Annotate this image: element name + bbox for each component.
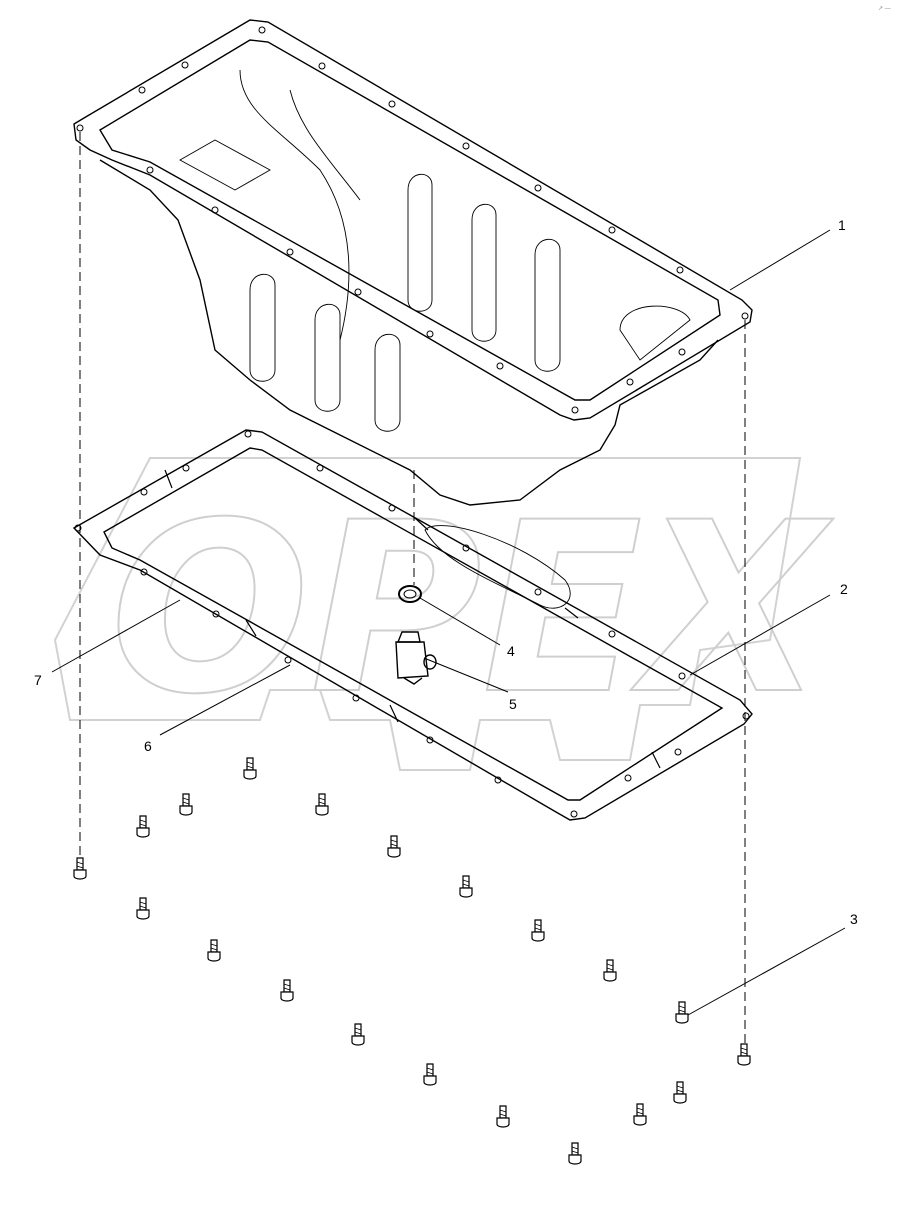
bolt <box>136 815 150 838</box>
callout-7: 7 <box>34 672 42 688</box>
bolt <box>351 1023 365 1046</box>
oil-pan-rib-3 <box>374 333 401 432</box>
oil-pan-flange-outer <box>73 19 753 421</box>
gasket-outer <box>72 429 753 821</box>
oil-pan-bolt-holes <box>76 26 749 414</box>
callout-3: 3 <box>850 911 858 927</box>
watermark-text: OPEX <box>110 473 834 746</box>
gasket <box>72 429 753 821</box>
callout-4: 4 <box>507 643 515 659</box>
corner-mark: ↗ — <box>878 6 891 12</box>
bolt <box>673 1081 687 1104</box>
oil-pan <box>73 19 753 506</box>
bolt <box>531 919 545 942</box>
oil-pan-rib-2 <box>314 303 341 412</box>
callout-5: 5 <box>509 696 517 712</box>
bolt <box>179 793 193 816</box>
gasket-bolt-holes <box>74 430 750 818</box>
bolt <box>423 1063 437 1086</box>
callout-6: 6 <box>144 738 152 754</box>
bolt <box>737 1043 751 1066</box>
callout-1: 1 <box>838 217 846 233</box>
seal-ring <box>398 585 422 603</box>
oil-pan-recess-left <box>179 139 271 191</box>
bolt <box>73 857 87 880</box>
bolt <box>207 939 221 962</box>
oil-pan-body <box>99 159 719 506</box>
oil-pan-rib-1 <box>249 273 276 382</box>
oil-pan-rib-6 <box>534 238 561 372</box>
bolts <box>73 757 751 1165</box>
bolt <box>496 1105 510 1128</box>
bolt <box>387 835 401 858</box>
watermark: OPEX <box>53 457 835 771</box>
alignment-lines <box>79 132 746 1045</box>
oil-pan-sump-inner <box>239 69 361 341</box>
bolt <box>243 757 257 780</box>
bolt <box>136 897 150 920</box>
callout-2: 2 <box>840 581 848 597</box>
gasket-segment-joints <box>164 469 661 769</box>
gasket-center-oval <box>424 525 571 609</box>
watermark-gear-outline <box>53 457 802 771</box>
bolt <box>603 959 617 982</box>
bolt <box>568 1142 582 1165</box>
bolt <box>459 875 473 898</box>
oil-pan-rib-4 <box>407 173 433 312</box>
gasket-inner <box>103 447 724 801</box>
drain-valve <box>395 631 437 685</box>
bolt <box>315 793 329 816</box>
bolt <box>675 1001 689 1024</box>
bolt <box>633 1103 647 1126</box>
bolt <box>280 979 294 1002</box>
oil-pan-recess-right <box>619 305 691 361</box>
oil-pan-flange-inner <box>99 39 721 401</box>
oil-pan-rib-5 <box>471 203 497 342</box>
leader-lines <box>51 229 846 1016</box>
